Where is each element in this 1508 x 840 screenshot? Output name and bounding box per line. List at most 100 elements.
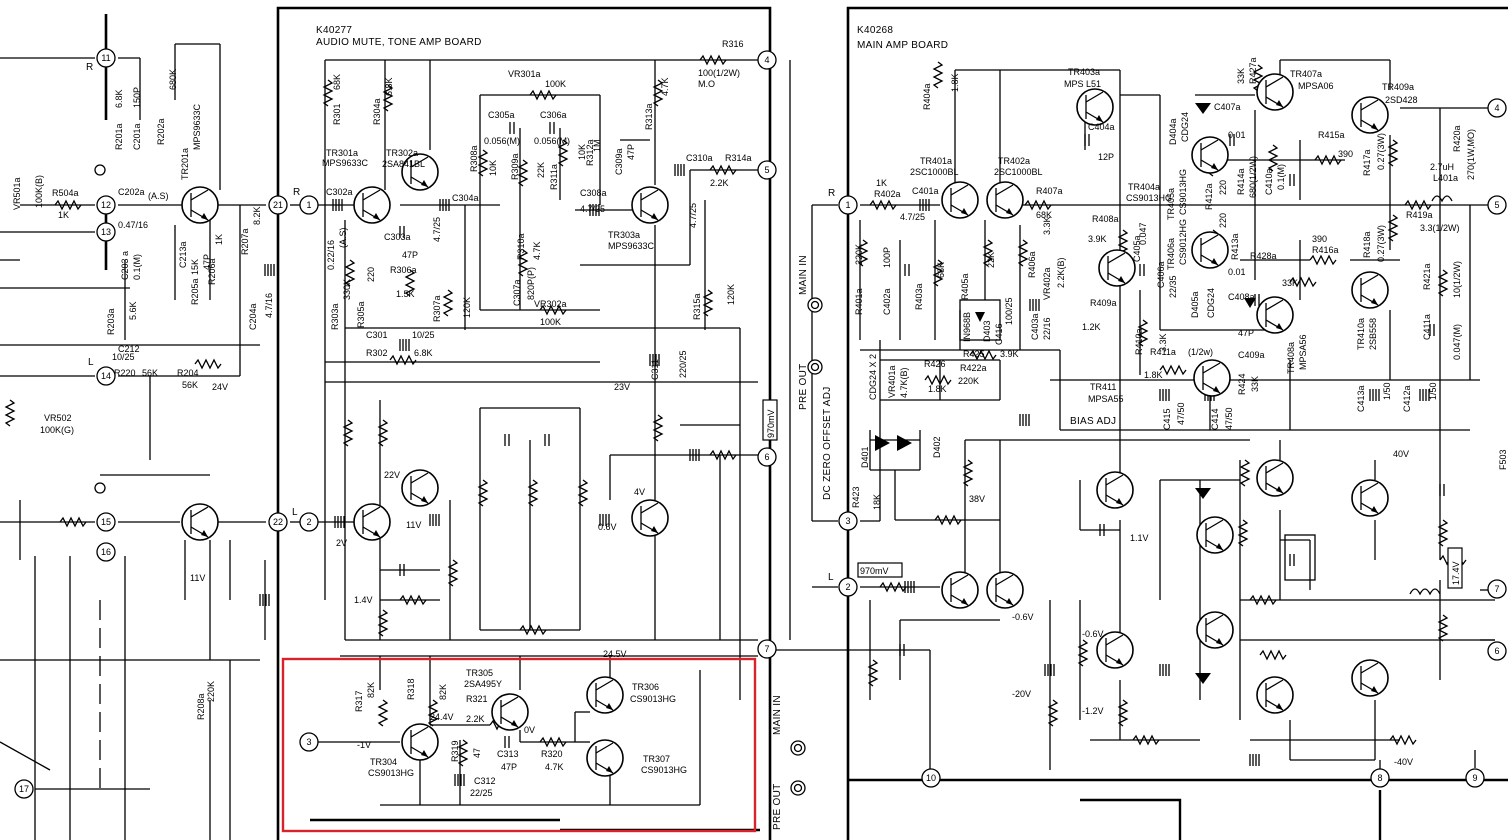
svg-text:C309a: C309a <box>614 148 624 175</box>
svg-text:VR302a: VR302a <box>534 299 567 309</box>
svg-text:C204a: C204a <box>248 303 258 330</box>
svg-text:150P: 150P <box>132 87 142 108</box>
svg-text:0.01: 0.01 <box>1228 267 1246 277</box>
svg-text:4.7K(B): 4.7K(B) <box>899 367 909 398</box>
svg-text:C408a: C408a <box>1228 292 1255 302</box>
svg-text:R416a: R416a <box>1312 245 1339 255</box>
svg-text:100P: 100P <box>882 247 892 268</box>
svg-text:22/16: 22/16 <box>1042 317 1052 340</box>
svg-text:L401a: L401a <box>1433 173 1458 183</box>
svg-text:R207a: R207a <box>240 228 250 255</box>
svg-text:10/25: 10/25 <box>112 352 135 362</box>
svg-text:TR407a: TR407a <box>1290 69 1322 79</box>
svg-text:C409a: C409a <box>1238 350 1265 360</box>
svg-text:R403a: R403a <box>914 283 924 310</box>
svg-text:1.4V: 1.4V <box>354 595 373 605</box>
svg-text:D401: D401 <box>860 446 870 468</box>
svg-text:100K: 100K <box>545 79 566 89</box>
svg-text:R203a: R203a <box>106 308 116 335</box>
svg-text:VR301a: VR301a <box>508 69 541 79</box>
main-board-name: MAIN AMP BOARD <box>857 40 948 51</box>
svg-text:820P(P): 820P(P) <box>526 267 536 300</box>
svg-text:R425: R425 <box>963 349 985 359</box>
svg-text:3.3K: 3.3K <box>1158 333 1168 352</box>
svg-text:1/50: 1/50 <box>1382 382 1392 400</box>
svg-text:VR501a: VR501a <box>12 177 22 210</box>
svg-text:R407a: R407a <box>1036 186 1063 196</box>
svg-text:22/25: 22/25 <box>470 788 493 798</box>
svg-text:4.7K: 4.7K <box>532 241 542 260</box>
svg-text:C307a: C307a <box>512 279 522 306</box>
svg-text:4.7K: 4.7K <box>660 77 670 96</box>
svg-text:24.4V: 24.4V <box>430 712 454 722</box>
svg-text:6.8K: 6.8K <box>414 348 433 358</box>
svg-text:40V: 40V <box>1393 449 1409 459</box>
node-main-2: 2 <box>838 577 858 597</box>
node-tone-5: 5 <box>757 160 777 180</box>
svg-text:0.6V: 0.6V <box>598 522 617 532</box>
svg-text:CS9013HG: CS9013HG <box>1126 193 1172 203</box>
svg-text:TR306: TR306 <box>632 682 659 692</box>
svg-text:3.3K: 3.3K <box>1042 216 1052 235</box>
svg-text:14: 14 <box>101 371 111 381</box>
svg-text:R321: R321 <box>466 694 488 704</box>
channel-l-left: L <box>88 357 94 368</box>
node-tone-4: 4 <box>757 50 777 70</box>
svg-text:0.056(M): 0.056(M) <box>534 136 570 146</box>
node-main-9: 9 <box>1465 768 1485 788</box>
svg-text:12P: 12P <box>1098 152 1114 162</box>
svg-text:C203 a: C203 a <box>120 251 130 280</box>
svg-text:R404a: R404a <box>922 83 932 110</box>
svg-text:100K(B): 100K(B) <box>34 175 44 208</box>
svg-text:R426: R426 <box>924 359 946 369</box>
svg-text:24V: 24V <box>212 382 228 392</box>
node-main-1: 1 <box>838 195 858 215</box>
svg-text:6: 6 <box>1494 646 1499 656</box>
svg-text:0V: 0V <box>524 725 535 735</box>
svg-text:CS9013HG: CS9013HG <box>1178 169 1188 215</box>
svg-text:56K: 56K <box>182 380 198 390</box>
svg-text:38V: 38V <box>969 494 985 504</box>
svg-text:R405a: R405a <box>960 273 970 300</box>
svg-text:CS9013HG: CS9013HG <box>630 694 676 704</box>
svg-text:C401a: C401a <box>912 186 939 196</box>
svg-text:TR403a: TR403a <box>1068 67 1100 77</box>
svg-text:22: 22 <box>273 517 283 527</box>
svg-text:R206a: R206a <box>207 258 217 285</box>
svg-text:C312: C312 <box>474 776 496 786</box>
svg-text:R305a: R305a <box>356 301 366 328</box>
svg-text:TR305: TR305 <box>466 668 493 678</box>
svg-text:220K: 220K <box>854 244 864 265</box>
svg-text:TR411: TR411 <box>1090 382 1116 392</box>
svg-text:1.5K: 1.5K <box>396 289 415 299</box>
svg-text:R417a: R417a <box>1362 149 1372 176</box>
node-main-7: 7 <box>1487 579 1507 599</box>
svg-text:C412a: C412a <box>1402 385 1412 412</box>
highlight-mute-circuit <box>281 657 757 833</box>
svg-text:R414a: R414a <box>1236 168 1246 195</box>
node-left-11: 11 <box>96 48 116 68</box>
svg-text:R220: R220 <box>114 368 136 378</box>
node-tone-6: 6 <box>757 447 777 467</box>
svg-text:1.8K: 1.8K <box>950 73 960 92</box>
svg-text:R424: R424 <box>1237 373 1247 395</box>
jack-main-in-l: MAIN IN <box>772 695 783 735</box>
svg-text:0.1(M): 0.1(M) <box>1276 164 1286 190</box>
svg-text:100K(G): 100K(G) <box>40 425 74 435</box>
svg-text:1: 1 <box>306 200 311 210</box>
svg-text:1K: 1K <box>214 234 224 245</box>
svg-text:0.01: 0.01 <box>1228 130 1246 140</box>
svg-text:TR410a: TR410a <box>1356 318 1366 350</box>
svg-text:390: 390 <box>1338 149 1353 159</box>
svg-text:TR402a: TR402a <box>998 156 1030 166</box>
svg-text:R202a: R202a <box>156 118 166 145</box>
svg-text:16: 16 <box>101 547 111 557</box>
svg-text:47/50: 47/50 <box>1224 407 1234 430</box>
svg-text:MPS L51: MPS L51 <box>1064 79 1101 89</box>
svg-text:C305a: C305a <box>488 110 515 120</box>
svg-text:TR302a: TR302a <box>386 148 418 158</box>
svg-text:18K: 18K <box>872 494 882 510</box>
svg-text:C404a: C404a <box>1088 122 1115 132</box>
svg-text:C407a: C407a <box>1214 102 1241 112</box>
